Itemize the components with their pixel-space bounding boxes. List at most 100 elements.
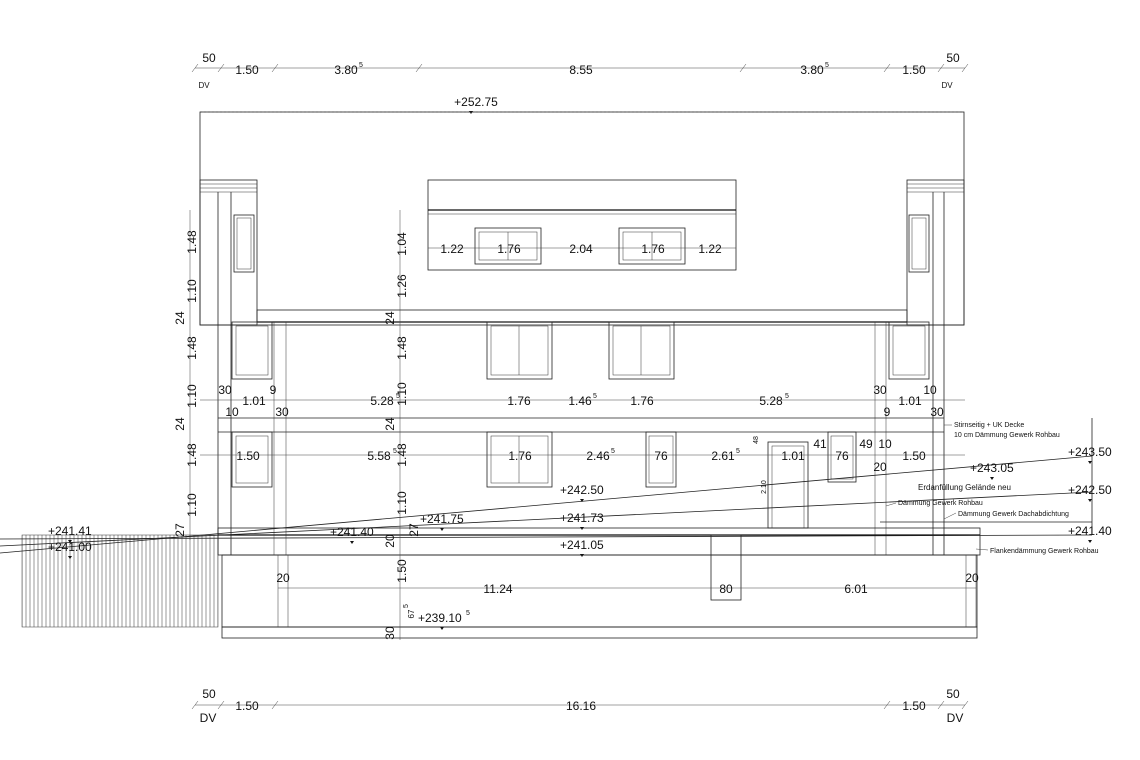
vdim-center-148-a: 1.48 xyxy=(395,336,409,360)
dim-upper-146: 1.46 xyxy=(568,394,592,408)
window-dormer-left xyxy=(474,227,542,265)
annotation-fill: Erdanfüllung Gelände neu xyxy=(918,483,1011,492)
dormer-dimension-chain: 1.22 1.76 2.04 1.76 1.22 xyxy=(428,242,736,256)
dim-upper-30-b: 30 xyxy=(873,383,887,397)
annotation-insul-2: Dämmung Gewerk Dachabdichtung xyxy=(958,511,1069,518)
dim-ground-49: 49 xyxy=(859,437,873,451)
dim-top-150-right: 1.50 xyxy=(902,63,926,77)
window-ground-small xyxy=(645,431,677,488)
bottom-dimension-chain: 50 DV 1.50 16.16 1.50 50 DV xyxy=(191,687,969,725)
dim-top-380-left-sup: 5 xyxy=(359,62,363,69)
dim-ground-261-sup: 5 xyxy=(736,448,740,455)
annotations: Stirnseitig + UK Decke 10 cm Dämmung Gew… xyxy=(885,422,1099,555)
dv-label-bottom-left: DV xyxy=(200,711,217,725)
ground-floor-dimension-chain: 1.50 5.58 5 1.76 2.46 5 76 2.61 5 1.01 4… xyxy=(200,436,965,494)
dim-dormer-176-left: 1.76 xyxy=(497,242,521,256)
dim-ground-101: 1.01 xyxy=(781,449,805,463)
dim-ground-176: 1.76 xyxy=(508,449,532,463)
level-foundation: +239.10 xyxy=(418,611,462,625)
building-outline xyxy=(199,111,965,555)
vdim-center-110-a: 1.10 xyxy=(395,382,409,406)
level-terrain-center: +242.50 xyxy=(560,483,604,497)
dim-upper-10-b: 10 xyxy=(923,383,937,397)
vdim-left-148-a: 1.48 xyxy=(185,230,199,254)
dim-top-380-left: 3.80 xyxy=(334,63,358,77)
vdim-center-67: 67 xyxy=(407,609,416,618)
dim-upper-176-a: 1.76 xyxy=(507,394,531,408)
dim-upper-30-c: 30 xyxy=(275,405,289,419)
window-upper-center-left xyxy=(486,321,553,380)
dim-upper-101-a: 1.01 xyxy=(242,394,266,408)
dim-ground-210: 2.10 xyxy=(761,480,768,494)
window-chimney-left xyxy=(233,214,255,273)
dim-top-50-right: 50 xyxy=(946,51,960,65)
annotation-insul-1: Dämmung Gewerk Rohbau xyxy=(898,500,983,507)
dim-top-380-right-sup: 5 xyxy=(825,62,829,69)
dim-bottom-150-right: 1.50 xyxy=(902,699,926,713)
vdim-center-110-b: 1.10 xyxy=(395,491,409,515)
dim-upper-30-d: 30 xyxy=(930,405,944,419)
terrain-lines xyxy=(0,418,1093,554)
bottom-dimension-ticks xyxy=(191,700,969,710)
window-ground-left xyxy=(231,431,273,488)
vdim-left-110-c: 1.10 xyxy=(185,493,199,517)
dim-ground-10: 10 xyxy=(878,437,892,451)
window-ground-center-left xyxy=(486,431,553,488)
annotation-stirn-2: 10 cm Dämmung Gewerk Rohbau xyxy=(954,432,1060,439)
level-ridge: +252.75 xyxy=(454,95,498,109)
fence-hatch xyxy=(21,534,219,628)
annotation-stirn-1: Stirnseitig + UK Decke xyxy=(954,422,1024,429)
dim-ground-76-b: 76 xyxy=(835,449,849,463)
dim-basement-1124: 11.24 xyxy=(483,582,512,596)
vdim-left-24-a: 24 xyxy=(173,311,187,325)
dim-basement-80: 80 xyxy=(719,582,733,596)
level-left-2: +241.00 xyxy=(48,540,92,554)
left-vertical-dimension-chain: 1.48 1.10 24 1.48 1.10 24 1.48 1.10 27 xyxy=(173,210,199,540)
dim-upper-146-sup: 5 xyxy=(593,393,597,400)
dim-bottom-1616: 16.16 xyxy=(566,699,596,713)
dim-basement-20-left: 20 xyxy=(276,571,290,585)
level-left-1: +241.41 xyxy=(48,524,92,538)
dim-upper-528-a: 5.28 xyxy=(370,394,394,408)
vdim-center-104: 1.04 xyxy=(395,232,409,256)
window-upper-center-right xyxy=(608,321,675,380)
dimension-ticks xyxy=(191,63,969,73)
dim-top-855: 8.55 xyxy=(569,63,593,77)
vdim-center-24-b: 24 xyxy=(383,417,397,431)
vdim-left-148-c: 1.48 xyxy=(185,443,199,467)
dv-label-top-left: DV xyxy=(198,81,210,90)
level-foundation-sup: 5 xyxy=(466,610,470,617)
vdim-center-20: 20 xyxy=(383,534,397,548)
dim-bottom-150-left: 1.50 xyxy=(235,699,259,713)
dim-ground-150-left: 1.50 xyxy=(236,449,260,463)
level-right-low: +241.40 xyxy=(1068,524,1112,538)
dim-bottom-50-right: 50 xyxy=(946,687,960,701)
dim-dormer-122-right: 1.22 xyxy=(698,242,722,256)
dim-ground-261: 2.61 xyxy=(711,449,735,463)
annotation-flank: Flankendämmung Gewerk Rohbau xyxy=(990,548,1099,555)
center-vertical-dimension-chain: 1.04 1.26 24 1.48 1.10 24 1.48 1.10 27 2… xyxy=(383,210,421,640)
dv-label-bottom-right: DV xyxy=(947,711,964,725)
dim-upper-176-b: 1.76 xyxy=(630,394,654,408)
dim-ground-558-sup: 5 xyxy=(393,448,397,455)
vdim-left-148-b: 1.48 xyxy=(185,336,199,360)
level-terrain-right-mid: +243.05 xyxy=(970,461,1014,475)
dim-bottom-50-left: 50 xyxy=(202,687,216,701)
dim-basement-601: 6.01 xyxy=(844,582,868,596)
windows xyxy=(231,214,930,529)
level-terrain-right-2: +242.50 xyxy=(1068,483,1112,497)
dim-dormer-204: 2.04 xyxy=(569,242,593,256)
vdim-left-27: 27 xyxy=(173,523,187,537)
vdim-left-110-a: 1.10 xyxy=(185,279,199,303)
window-chimney-right xyxy=(908,214,930,273)
level-slab-top: +241.05 xyxy=(560,538,604,552)
dim-ground-150-right: 1.50 xyxy=(902,449,926,463)
dim-top-150-left: 1.50 xyxy=(235,63,259,77)
dormer xyxy=(427,179,737,271)
vdim-center-30: 30 xyxy=(383,626,397,640)
dim-ground-76-a: 76 xyxy=(654,449,668,463)
level-center-3: +241.73 xyxy=(560,511,604,525)
dim-ground-20: 20 xyxy=(873,460,887,474)
level-marker xyxy=(469,111,473,114)
